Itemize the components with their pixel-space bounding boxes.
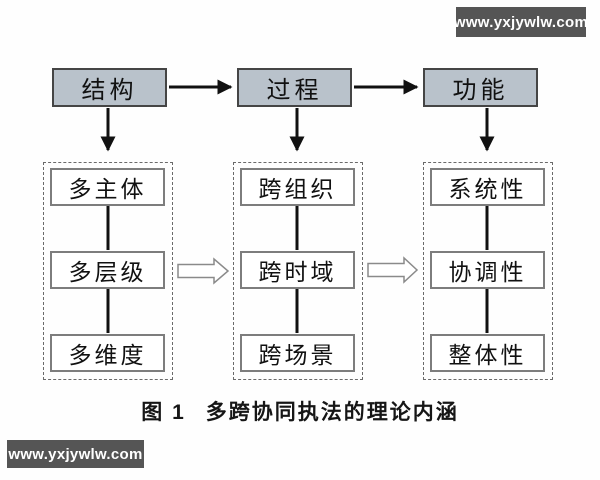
- figure-caption: 图 1 多跨协同执法的理论内涵: [0, 397, 600, 425]
- item-box-cross-time: 跨时域: [240, 251, 355, 289]
- block-arrow-col2-to-col3: [367, 256, 419, 284]
- top-box-function: 功能: [423, 68, 538, 107]
- top-box-structure: 结构: [52, 68, 167, 107]
- item-box-coordination: 协调性: [430, 251, 545, 289]
- block-arrow-col1-to-col2: [177, 257, 230, 285]
- watermark-top-right: www.yxjywlw.com: [454, 7, 588, 37]
- item-box-cross-scene: 跨场景: [240, 334, 355, 372]
- figure-caption-number: 图 1: [141, 401, 186, 424]
- item-box-integrity: 整体性: [430, 334, 545, 372]
- dashed-group-function: 系统性 协调性 整体性: [423, 162, 553, 380]
- top-box-process: 过程: [237, 68, 352, 107]
- dashed-group-structure: 多主体 多层级 多维度: [43, 162, 173, 380]
- item-box-cross-organization: 跨组织: [240, 168, 355, 206]
- item-box-multi-subject: 多主体: [50, 168, 165, 206]
- figure-caption-title: 多跨协同执法的理论内涵: [205, 401, 459, 424]
- item-box-multi-dimension: 多维度: [50, 334, 165, 372]
- dashed-group-process: 跨组织 跨时域 跨场景: [233, 162, 363, 380]
- watermark-bottom-left: www.yxjywlw.com: [7, 440, 144, 468]
- item-box-multi-level: 多层级: [50, 251, 165, 289]
- item-box-systematic: 系统性: [430, 168, 545, 206]
